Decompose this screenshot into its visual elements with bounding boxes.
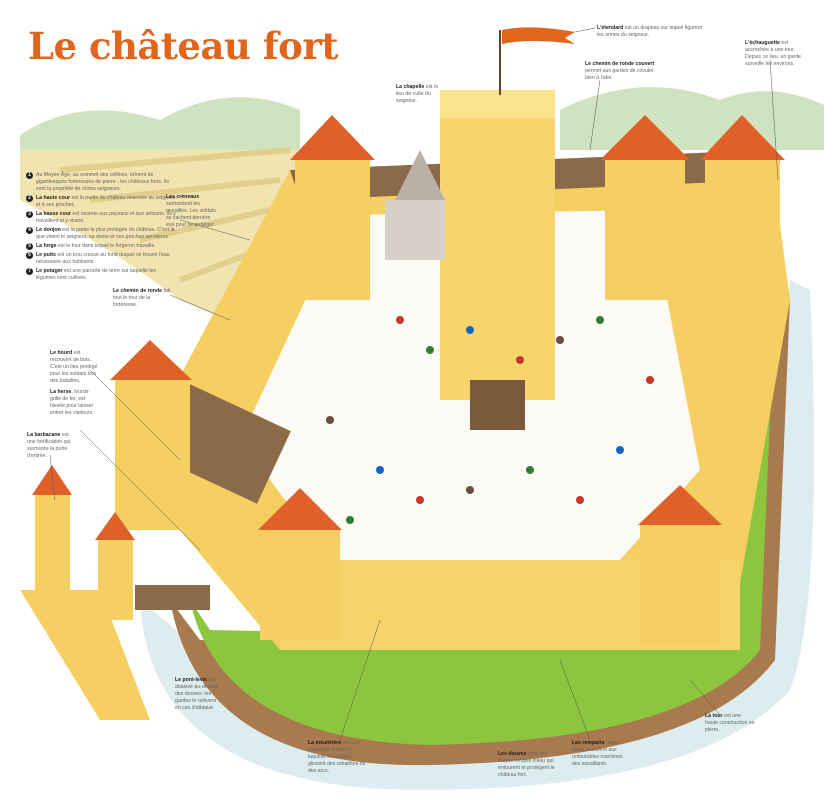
- label-meurtriere: La meurtrière est une ouverture à traver…: [308, 740, 366, 774]
- gate: [470, 380, 525, 430]
- label-hourd: Le hourd est recouvert de bois. C'est un…: [50, 350, 98, 384]
- label-remparts: Les remparts, murs épais, résistent aux …: [572, 740, 623, 767]
- banner: [499, 27, 575, 95]
- leader-lines: [49, 27, 779, 741]
- chapel: [395, 150, 445, 200]
- label-tour: La tour est une haute construction en pi…: [705, 713, 755, 733]
- towers: [20, 115, 785, 720]
- label-herse: La herse, lourde grille de fer, est hiss…: [50, 389, 94, 416]
- drawbridge: [135, 585, 210, 610]
- keep: [440, 110, 555, 400]
- label-chemin-ronde: Le chemin de ronde fait tout le tour de …: [113, 288, 171, 308]
- page-title: Le château fort: [28, 24, 338, 68]
- label-pont-levis: Le pont-levis est abaissé au-dessus des …: [175, 677, 219, 711]
- label-creneaux: Les créneaux surmontent les murailles. L…: [166, 194, 216, 228]
- crowd: [326, 316, 654, 524]
- ramp: [20, 590, 150, 720]
- label-chapelle: La chapelle est le lieu de culte du seig…: [396, 84, 439, 104]
- label-echauguette: L'échauguette est accrochée à une tour. …: [745, 40, 801, 67]
- label-chemin-ronde-couvert: Le chemin de ronde couvert permet aux ga…: [585, 61, 655, 81]
- label-barbacane: La barbacane est une fortification qui s…: [27, 432, 71, 459]
- label-etendard: L'étendard est un drapeau sur lequel fig…: [597, 25, 703, 38]
- label-douves: Les douves sont des fossés remplis d'eau…: [498, 751, 555, 778]
